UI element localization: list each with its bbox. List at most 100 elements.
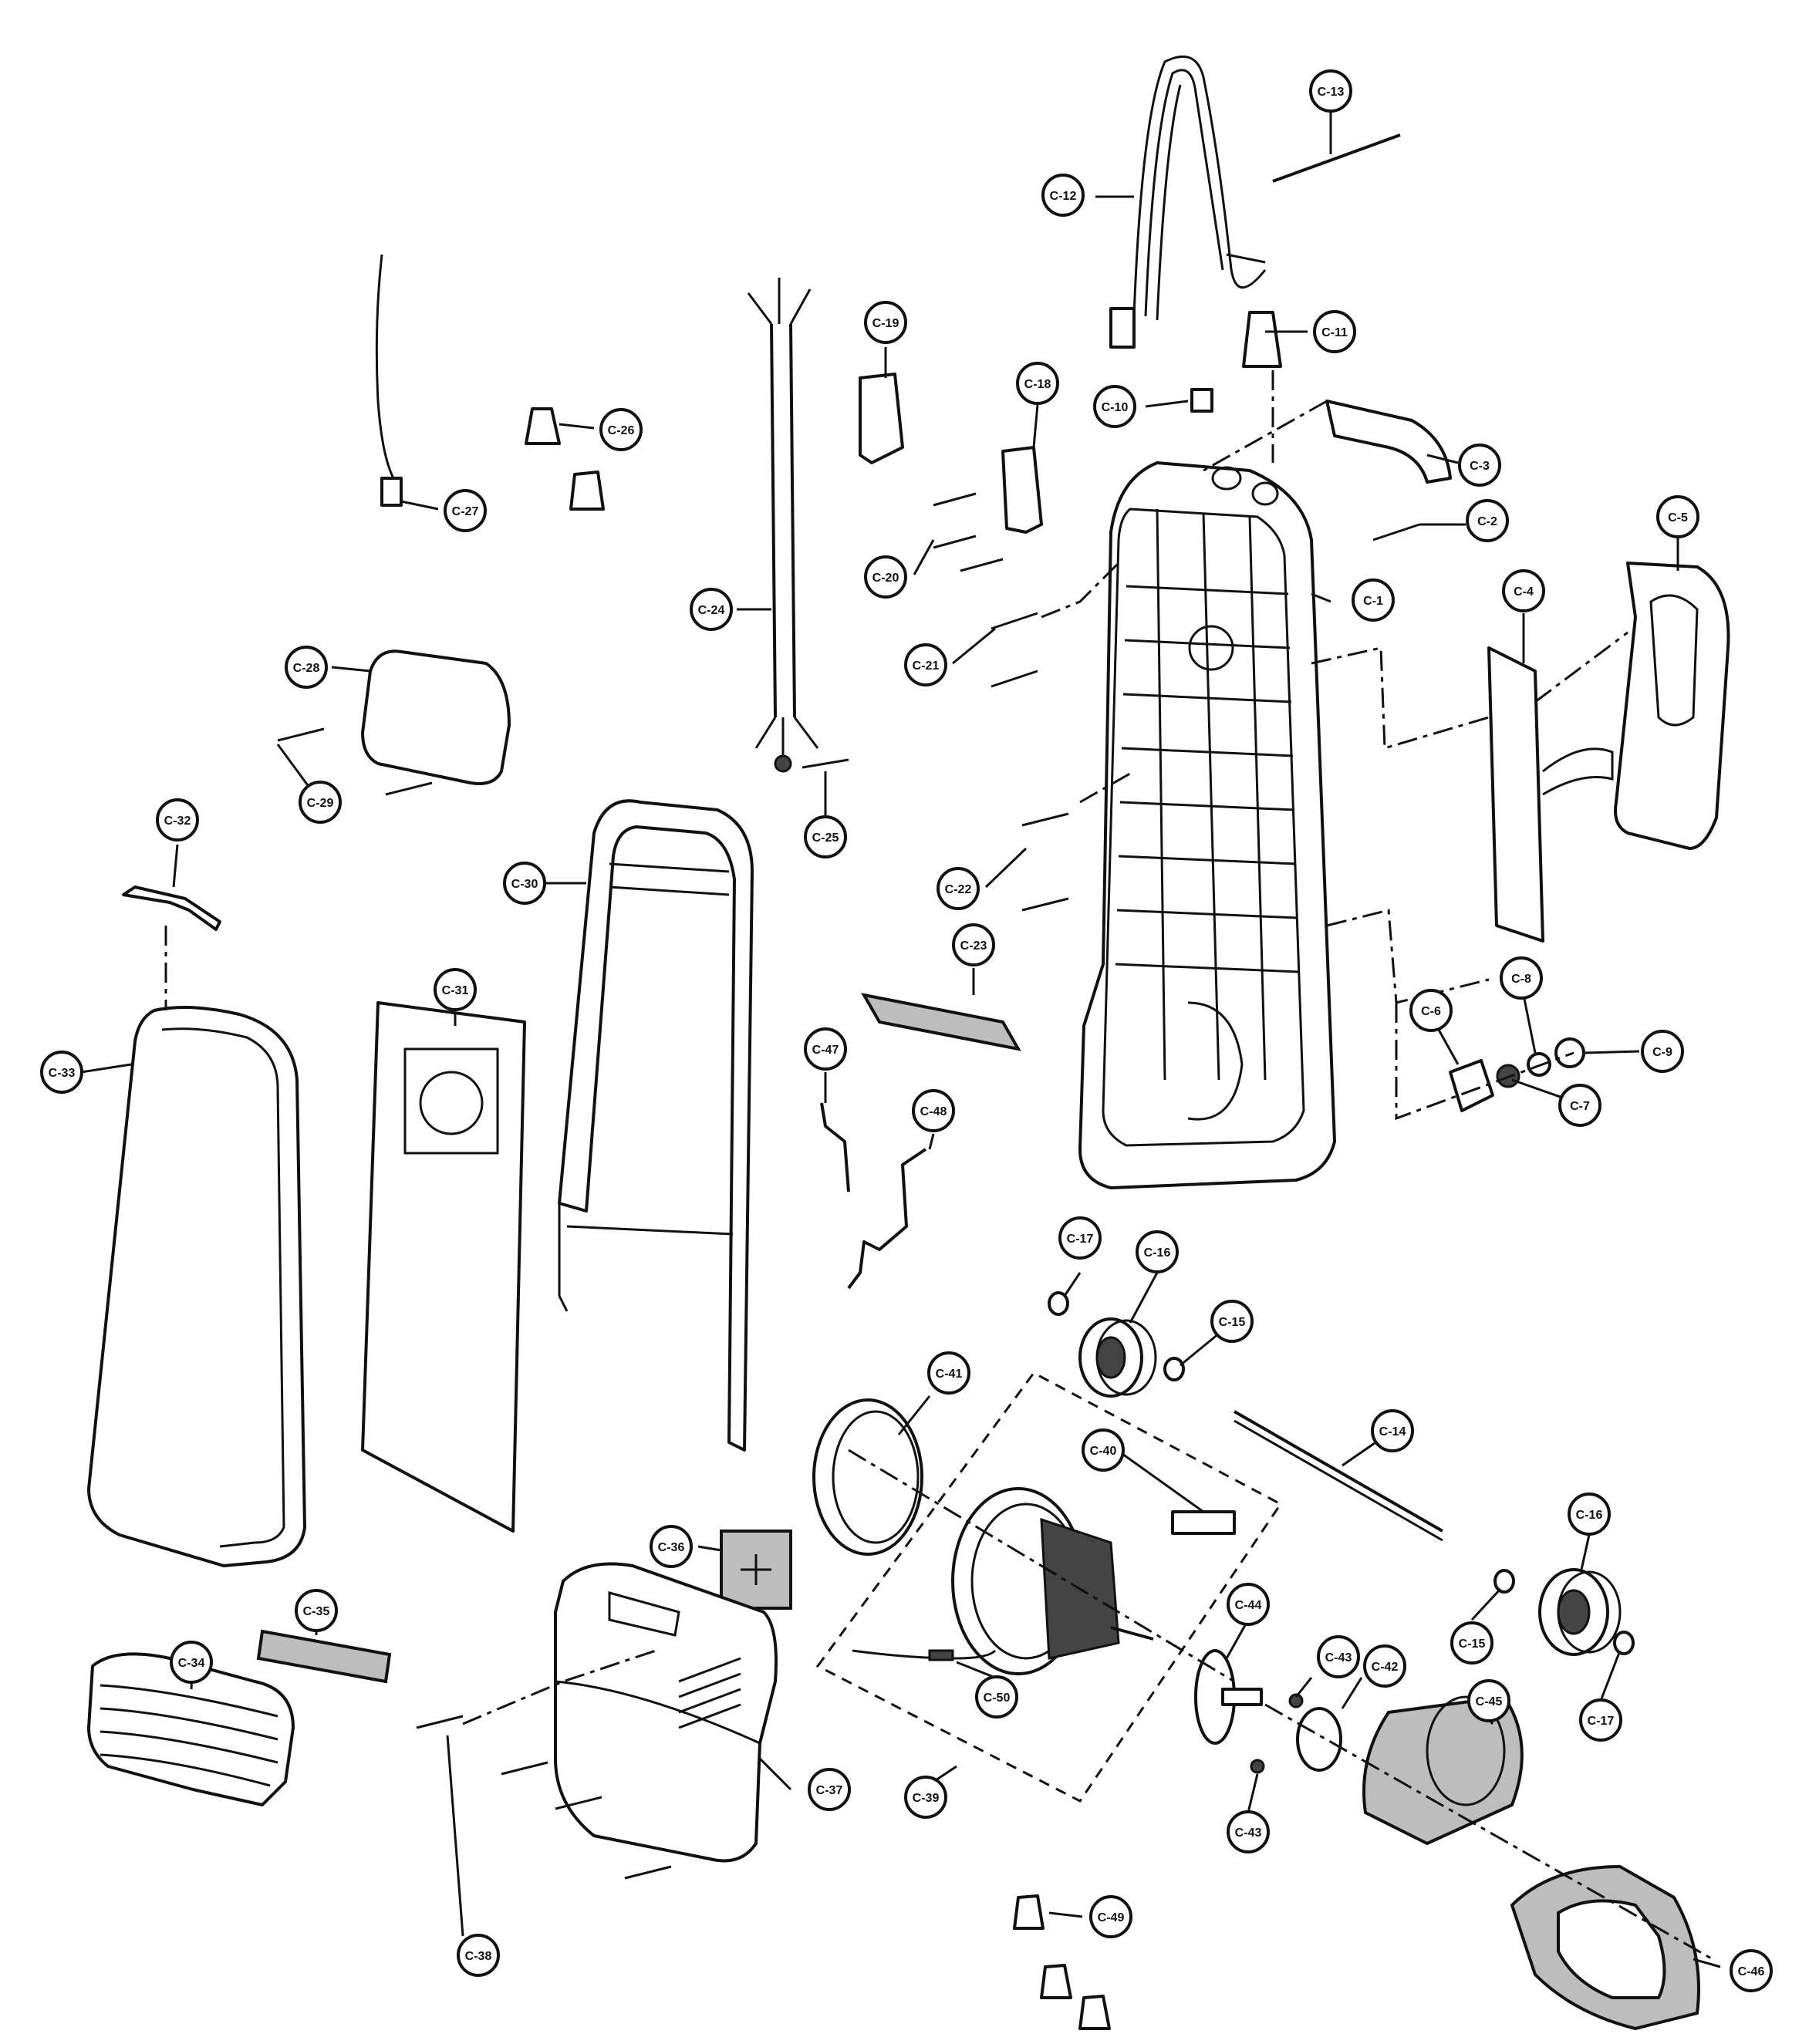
assembly-lines xyxy=(164,370,1713,1961)
svg-text:C-2: C-2 xyxy=(1477,515,1497,528)
svg-text:C-23: C-23 xyxy=(960,939,987,953)
latch-c28 xyxy=(361,649,511,785)
wire-nut-c49-a xyxy=(1013,1894,1045,1930)
svg-text:C-20: C-20 xyxy=(872,572,899,585)
wire-harness-c24 xyxy=(747,278,819,773)
svg-text:C-29: C-29 xyxy=(307,797,334,810)
callout-c27: C-27 xyxy=(444,489,487,532)
motor-c39 xyxy=(951,1487,1154,1675)
callout-c48: C-48 xyxy=(912,1089,955,1132)
callout-c35: C-35 xyxy=(295,1589,338,1632)
callout-c18: C-18 xyxy=(1016,362,1059,405)
wheel-hub-c6 xyxy=(1449,1059,1494,1112)
callout-c10: C-10 xyxy=(1093,385,1136,428)
svg-text:C-37: C-37 xyxy=(816,1784,843,1797)
screws-c29 xyxy=(277,727,433,796)
svg-text:C-1: C-1 xyxy=(1363,595,1383,608)
handle-body-c1 xyxy=(1078,461,1336,1189)
lead-wire-c27 xyxy=(375,254,395,479)
svg-text:C-41: C-41 xyxy=(936,1368,963,1381)
screws-c22 xyxy=(1021,812,1069,912)
callout-c1: C-1 xyxy=(1352,578,1395,622)
washer-c17-lower xyxy=(1613,1631,1635,1655)
callout-c17-lower: C-17 xyxy=(1579,1698,1622,1742)
motor-housing-c37 xyxy=(554,1562,778,1863)
svg-text:C-50: C-50 xyxy=(984,1692,1011,1705)
svg-text:C-32: C-32 xyxy=(164,815,191,828)
side-plate-c4 xyxy=(1487,646,1544,943)
callout-c5: C-5 xyxy=(1656,495,1699,538)
svg-text:C-44: C-44 xyxy=(1235,1599,1262,1612)
svg-text:C-21: C-21 xyxy=(913,659,940,673)
washer-c17-upper xyxy=(1048,1291,1069,1316)
screw-c13 xyxy=(1272,133,1401,183)
svg-text:C-15: C-15 xyxy=(1459,1638,1486,1651)
callout-c41: C-41 xyxy=(927,1351,970,1395)
motor-assembly-box-c39 xyxy=(815,1371,1283,1803)
callout-c33: C-33 xyxy=(40,1051,83,1094)
svg-text:C-5: C-5 xyxy=(1668,511,1688,524)
switch-c10 xyxy=(1190,388,1213,413)
svg-text:C-11: C-11 xyxy=(1321,326,1348,339)
callout-c17-upper: C-17 xyxy=(1058,1216,1102,1260)
svg-text:C-8: C-8 xyxy=(1511,973,1531,986)
callout-c8: C-8 xyxy=(1500,956,1543,1000)
callout-c16-upper: C-16 xyxy=(1136,1230,1179,1273)
svg-text:C-4: C-4 xyxy=(1514,585,1534,599)
top-bracket-c3 xyxy=(1325,400,1452,484)
callout-c37: C-37 xyxy=(808,1768,851,1811)
svg-text:C-35: C-35 xyxy=(303,1605,330,1618)
filter-c35 xyxy=(256,1629,392,1684)
grille-c34 xyxy=(87,1652,295,1806)
clip-c18 xyxy=(1001,446,1043,534)
callout-c12: C-12 xyxy=(1041,174,1085,217)
svg-text:C-34: C-34 xyxy=(178,1657,205,1670)
callout-c26: C-26 xyxy=(599,408,643,451)
callout-c46: C-46 xyxy=(1730,1949,1773,1992)
callout-c4: C-4 xyxy=(1502,569,1545,612)
screw-c2 xyxy=(1372,523,1420,541)
brush-c40 xyxy=(1171,1510,1236,1535)
wire-nut-c26-a xyxy=(525,407,561,445)
svg-text:C-22: C-22 xyxy=(945,883,972,896)
fan-housing-c45 xyxy=(1362,1695,1524,1846)
nozzle-c46 xyxy=(1510,1864,1700,2031)
svg-text:C-42: C-42 xyxy=(1372,1661,1399,1674)
svg-text:C-18: C-18 xyxy=(1024,378,1051,391)
svg-text:C-47: C-47 xyxy=(812,1044,839,1057)
cap-c9 xyxy=(1554,1037,1585,1068)
svg-text:C-16: C-16 xyxy=(1576,1509,1603,1522)
callout-c39: C-39 xyxy=(904,1776,947,1819)
svg-text:C-15: C-15 xyxy=(1219,1316,1246,1329)
screws-c21 xyxy=(991,612,1038,688)
svg-text:C-48: C-48 xyxy=(920,1105,947,1118)
filter-c36 xyxy=(720,1530,792,1610)
callout-c2: C-2 xyxy=(1466,499,1509,542)
rod-c47 xyxy=(820,1102,850,1192)
callout-c22: C-22 xyxy=(937,867,980,910)
callout-c38: C-38 xyxy=(457,1934,500,1977)
svg-text:C-27: C-27 xyxy=(452,505,479,518)
svg-text:C-16: C-16 xyxy=(1144,1246,1171,1260)
svg-text:C-30: C-30 xyxy=(511,878,538,891)
callout-c11: C-11 xyxy=(1313,310,1356,353)
svg-text:C-49: C-49 xyxy=(1098,1911,1125,1924)
callout-c14: C-14 xyxy=(1371,1409,1414,1452)
svg-text:C-40: C-40 xyxy=(1090,1445,1117,1458)
svg-text:C-31: C-31 xyxy=(442,984,469,997)
pulley-c42 xyxy=(1296,1707,1342,1772)
svg-text:C-38: C-38 xyxy=(465,1950,492,1963)
callout-c23: C-23 xyxy=(952,923,995,966)
svg-text:C-19: C-19 xyxy=(872,317,899,330)
svg-text:C-17: C-17 xyxy=(1067,1233,1094,1246)
washer-c15-lower xyxy=(1493,1569,1515,1594)
callout-c21: C-21 xyxy=(904,643,947,686)
callout-c20: C-20 xyxy=(864,555,907,599)
callout-c36: C-36 xyxy=(650,1525,693,1568)
screw-c43-b xyxy=(1250,1759,1265,1774)
svg-text:C-36: C-36 xyxy=(658,1541,685,1554)
svg-text:C-9: C-9 xyxy=(1652,1046,1672,1059)
svg-text:C-39: C-39 xyxy=(913,1792,940,1805)
axle-rod-c14 xyxy=(1234,1410,1443,1533)
